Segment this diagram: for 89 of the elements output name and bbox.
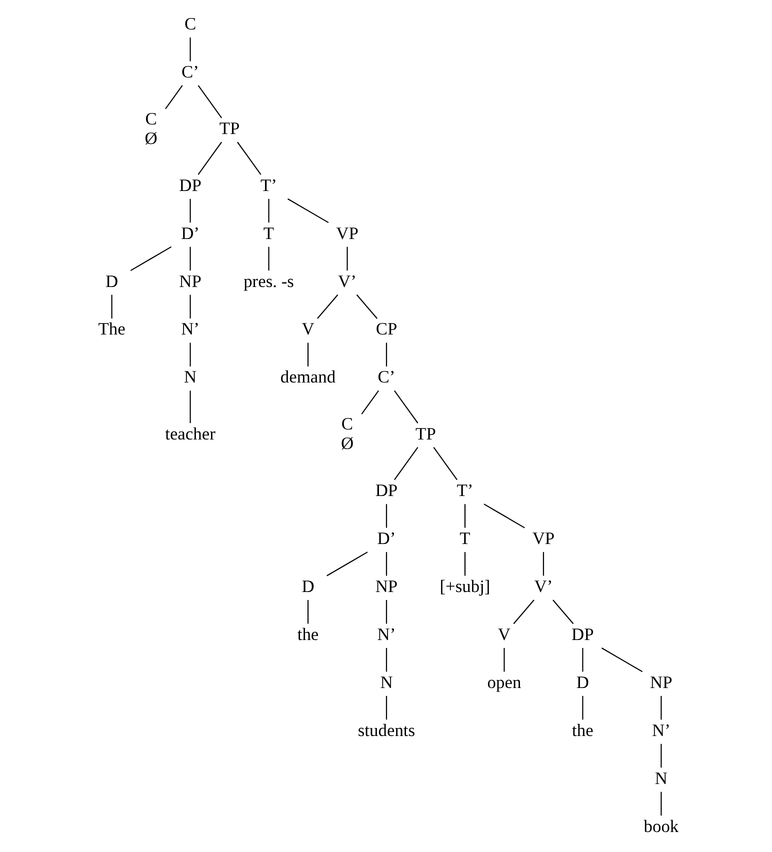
node-text: T	[262, 222, 274, 242]
connector	[164, 84, 182, 109]
connector	[110, 294, 112, 318]
connector	[385, 552, 387, 576]
node-text: The	[98, 318, 125, 338]
node-text: T’	[260, 174, 277, 194]
connector	[512, 599, 534, 624]
connector	[385, 342, 387, 366]
connector	[189, 342, 190, 366]
node-text: N	[380, 671, 392, 692]
connector	[197, 141, 222, 174]
connector	[582, 647, 583, 672]
node-text: the	[572, 719, 593, 740]
connector	[189, 246, 190, 270]
node-text: C	[184, 12, 196, 33]
node-text: C Ø	[144, 108, 157, 148]
node-text: CP	[375, 318, 397, 338]
connector	[385, 600, 387, 624]
connector	[189, 198, 190, 222]
node-text: C’	[181, 60, 199, 81]
node-text: D	[105, 270, 118, 290]
connector	[385, 695, 387, 720]
connector	[346, 246, 348, 270]
node-text: NP	[650, 671, 672, 692]
connector	[287, 198, 328, 223]
node-text: V’	[338, 270, 356, 290]
node-text: V’	[534, 575, 552, 596]
node-text: V	[497, 623, 510, 644]
connector	[268, 246, 269, 270]
connector	[197, 84, 222, 118]
connector	[432, 446, 457, 480]
node-text: NP	[178, 270, 201, 290]
node-text: T’	[456, 480, 473, 500]
connector	[189, 37, 190, 61]
connector	[130, 246, 172, 271]
connector	[385, 647, 387, 672]
connector	[464, 552, 466, 576]
node-text: TP	[415, 422, 436, 443]
node-text: N	[654, 767, 667, 788]
node-text: teacher	[164, 422, 215, 443]
connector	[316, 294, 338, 318]
connector	[385, 504, 387, 528]
connector	[600, 647, 642, 672]
connector	[394, 390, 418, 423]
node-text: N	[183, 366, 196, 386]
node-text: DP	[178, 174, 201, 194]
connector	[360, 390, 378, 414]
connector	[356, 294, 377, 318]
node-text: D’	[180, 222, 199, 242]
node-text: V	[301, 318, 314, 338]
connector	[306, 342, 308, 366]
connector	[483, 503, 524, 528]
connector	[552, 599, 574, 624]
node-text: D	[576, 671, 589, 692]
node-text: N’	[376, 623, 396, 644]
connector	[503, 647, 504, 672]
node-text: VP	[336, 222, 358, 242]
node-text: pres. -s	[243, 270, 294, 290]
node-text: C Ø	[340, 413, 354, 453]
node-text: TP	[218, 118, 240, 138]
node-text: T	[459, 528, 470, 548]
connector	[189, 390, 190, 423]
node-text: N’	[180, 318, 199, 338]
connector	[542, 552, 544, 576]
node-text: NP	[374, 575, 398, 596]
connector	[306, 600, 308, 624]
node-text: DP	[571, 623, 594, 644]
connector	[660, 695, 662, 720]
node-text: demand	[280, 366, 336, 386]
node-text: D	[301, 575, 314, 596]
connector	[236, 141, 261, 174]
connector	[582, 695, 583, 720]
connector	[326, 551, 368, 576]
node-text: C’	[377, 366, 395, 386]
connector	[464, 504, 466, 528]
node-text: VP	[532, 528, 554, 548]
connector	[393, 446, 418, 480]
connector	[660, 791, 662, 816]
node-text: students	[357, 719, 415, 740]
node-text: N’	[651, 719, 670, 740]
node-text: D’	[376, 528, 396, 548]
connector	[660, 743, 662, 768]
node-text: open	[486, 671, 521, 692]
node-text: [+subj]	[439, 575, 490, 596]
connector	[268, 198, 269, 222]
connector	[189, 294, 190, 318]
node-text: book	[643, 815, 678, 836]
node-text: the	[296, 623, 318, 644]
node-text: DP	[374, 480, 398, 500]
